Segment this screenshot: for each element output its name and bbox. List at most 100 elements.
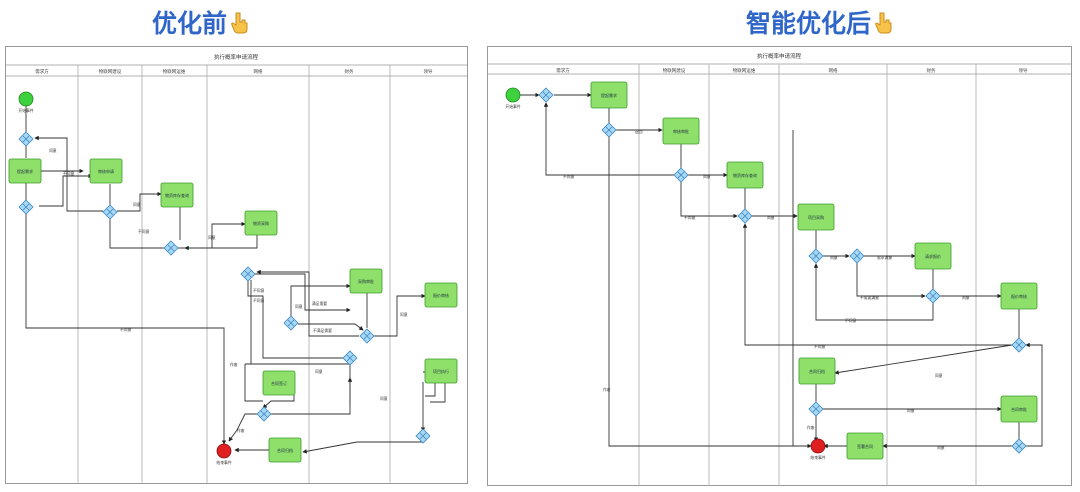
pointing-down-hand-icon [875,12,892,34]
task-label: 提起需求 [17,168,33,174]
edge-label: 同意 [208,235,216,240]
lane-header: 财务 [927,67,936,74]
task-label: 物资库存查询 [733,172,757,178]
lane-header: 网络 [829,67,838,74]
task-label: 审核申请 [98,168,114,174]
edge-label: 不同意 [63,171,75,176]
diagram-title: 执行概率申请流程 [757,52,802,60]
edge-label: 同意 [133,202,141,207]
task-box [846,432,884,460]
edge-label: 不同意 [253,298,265,303]
edge-label: 同意 [767,215,775,220]
edge-label: 作废 [237,428,245,433]
task-box [160,182,194,208]
lane-header: 领导 [424,68,433,75]
edge-label: 退回 [635,129,643,134]
edge-label: 同意 [962,295,970,300]
task-box [914,242,952,270]
task-label: 报价审核 [433,292,449,298]
after-heading-text: 智能优化后 [746,9,872,38]
task-box [590,81,628,109]
diagram-frame [5,46,468,484]
edge-label: 不同意 [684,215,696,220]
start-event [505,87,521,103]
task-label: 合同归档 [277,447,293,453]
edge-label: 同意 [830,255,838,260]
lane-header: 物联网建设 [99,68,122,75]
before-heading-text: 优化前 [152,9,228,38]
diagram-title: 执行概率申请流程 [214,53,259,61]
edge-label: 同意 [703,174,711,179]
edge-label: 不同意 [814,344,826,349]
before-optimization-heading: 优化前 [152,4,249,40]
after-flowchart: 执行概率申请流程 需求方 物联网建设 物联网运维 网络 财务 领导 [487,46,1072,486]
start-event-label: 开始事件 [505,104,520,109]
task-box [1000,282,1038,310]
task-box [424,282,458,308]
task-label: 合同签订 [271,380,287,386]
lane-header: 物联网建设 [663,67,686,74]
task-box [268,437,302,463]
after-optimization-heading: 智能优化后 [746,4,893,40]
lane-header: 领导 [1019,67,1028,74]
end-event-label: 结束事件 [216,460,231,465]
edge-label: 不同意 [120,327,132,332]
task-label: 物资库存查询 [165,192,189,198]
start-event-label: 开始事件 [18,108,33,113]
edge-label: 同意 [295,304,303,309]
task-box [797,203,835,231]
task-box [1000,395,1038,423]
edge-label: 同意 [400,312,408,317]
task-box [662,117,700,145]
lane-header: 物联网运维 [733,67,756,74]
edge-label: 同意 [907,408,915,413]
edge-label: 不同意 [563,174,575,179]
end-event [810,438,826,454]
task-label: 采购审批 [358,278,374,284]
lane-header: 需求方 [556,67,570,74]
task-label: 请求报价 [925,253,941,259]
before-flowchart: 执行概率申请流程 需求方 物联网建设 物联网运维 网络 财务 领导 [5,46,468,484]
task-label: 项目采购 [808,214,824,220]
end-event-label: 结束事件 [810,455,825,460]
lane-header: 需求方 [35,68,49,75]
edge-label: 作废 [807,425,815,430]
edge-label: 作废 [230,362,238,367]
task-box [726,161,764,189]
task-box [349,268,383,294]
task-box [244,210,278,236]
edge-label: 同意 [935,373,943,378]
pointing-down-hand-icon [231,12,248,34]
edge-label: 不需要满意 [860,295,879,300]
task-box [798,357,836,385]
lane-header: 网络 [254,68,263,75]
task-box [8,158,42,184]
edge-label: 需求满意 [877,255,892,260]
edge-label: 作废 [603,387,611,392]
task-label: 物资采购 [253,220,269,226]
edge-label: 不同意 [138,229,150,234]
task-label: 审核审批 [673,128,689,134]
task-label: 合同审批 [1011,406,1027,412]
edge-label: 同意 [315,369,323,374]
edge-label: 不同意 [253,288,265,293]
task-box [424,358,458,384]
edge-label: 同意 [49,148,57,153]
end-event [216,443,232,459]
task-box [262,370,296,396]
diagram-frame [487,46,1072,486]
task-label: 合同归档 [809,368,825,374]
task-box [89,158,123,184]
edge-label: 不同意 [845,318,857,323]
task-label: 项目执行 [433,368,449,374]
edge-label: 同意 [380,396,388,401]
task-label: 报价审核 [1011,293,1027,299]
edge-label: 同意 [937,445,945,450]
edge-label: 不满足需要 [313,328,332,333]
start-event [18,91,34,107]
lane-header: 物联网运维 [163,68,186,75]
lane-header: 财务 [345,68,354,75]
task-label: 签署合同 [857,443,873,449]
task-label: 提起需求 [601,92,617,98]
edge-label: 满足需要 [312,301,327,306]
